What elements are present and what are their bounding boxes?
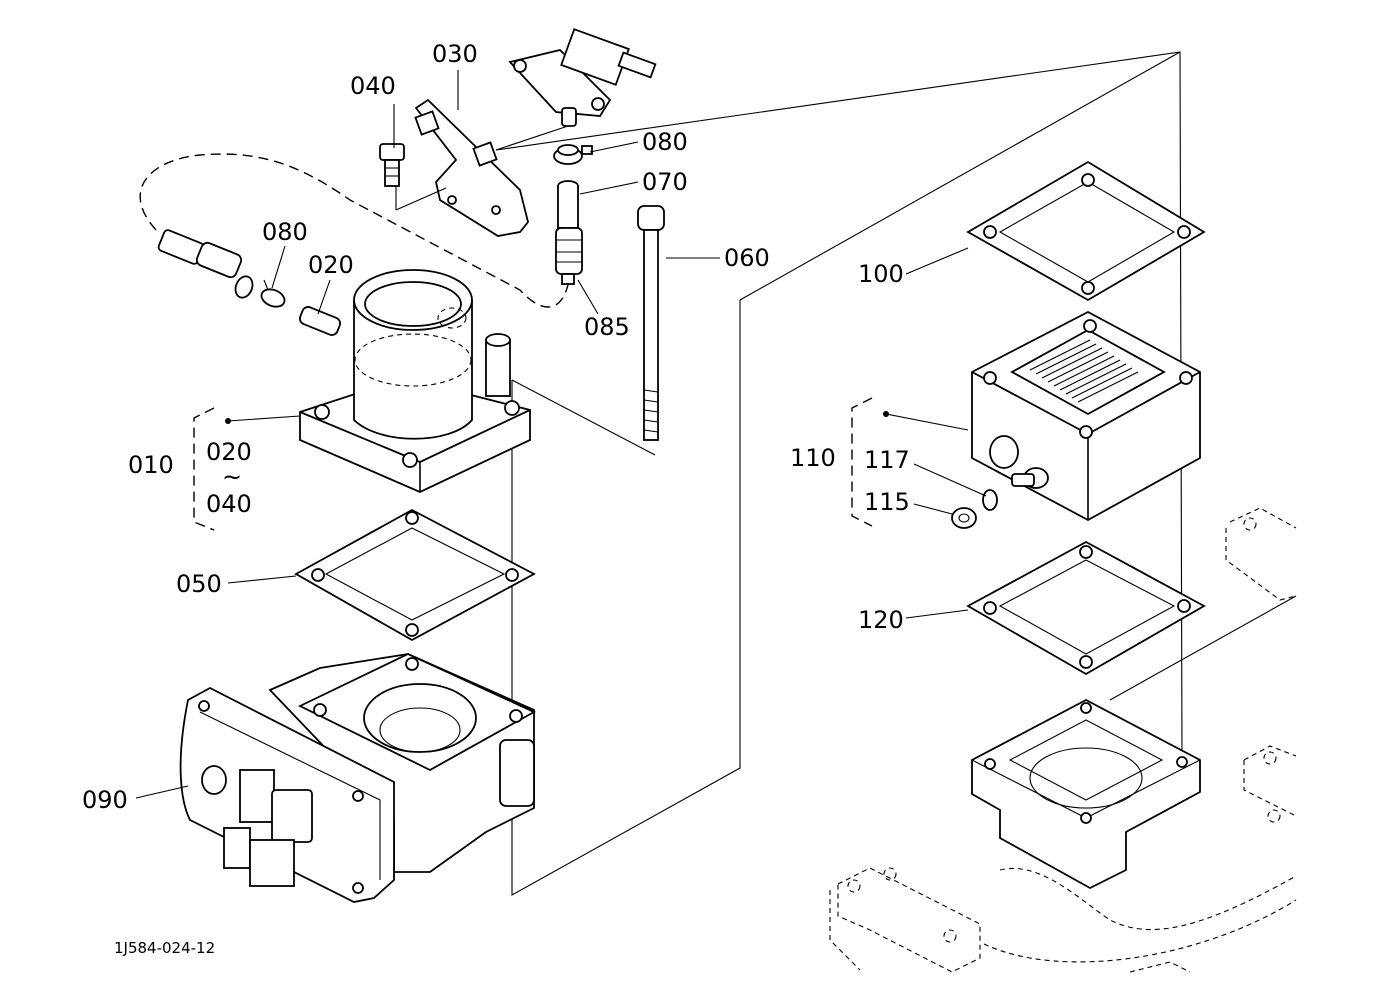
- drawing-code: 1J584-024-12: [114, 939, 215, 957]
- hose-route: [139, 153, 569, 308]
- long-bolt-060: [637, 205, 665, 441]
- callout-030: 030: [432, 40, 478, 68]
- pressure-sensor: [495, 28, 657, 151]
- intake-manifold: [829, 507, 1297, 973]
- leader-lines: [135, 70, 987, 799]
- range-bracket-010: [193, 407, 215, 531]
- bracket-030: [395, 98, 529, 237]
- callout-115: 115: [864, 488, 910, 516]
- range-separator-010: ~: [222, 463, 242, 491]
- callout-050: 050: [176, 570, 222, 598]
- callout-090: 090: [82, 786, 128, 814]
- nut-115: [951, 507, 977, 529]
- fitting-085: [555, 227, 583, 285]
- gasket-120: [966, 540, 1206, 676]
- callout-120: 120: [858, 606, 904, 634]
- callout-040: 040: [350, 72, 396, 100]
- callout-100: 100: [858, 260, 904, 288]
- throttle-body-090: [179, 653, 536, 903]
- callout-080-top: 080: [642, 128, 688, 156]
- callout-117: 117: [864, 446, 910, 474]
- callout-020-range: 020: [206, 438, 252, 466]
- callout-labels: 030 040 080 070 060 085 080 020 010 020 …: [82, 40, 910, 957]
- callout-010: 010: [128, 451, 174, 479]
- heater-element: [1029, 339, 1139, 403]
- callout-060: 060: [724, 244, 770, 272]
- intake-heater-110: [971, 310, 1201, 522]
- gasket-100: [966, 160, 1206, 302]
- callout-070: 070: [642, 168, 688, 196]
- washer-117: [982, 489, 998, 511]
- hose-connector-left: [157, 229, 254, 299]
- clamp-080-left: [260, 279, 286, 308]
- hose-070: [557, 180, 579, 229]
- nipple-020: [298, 306, 342, 336]
- callout-085: 085: [584, 313, 630, 341]
- callout-040-range: 040: [206, 490, 252, 518]
- callout-110: 110: [790, 444, 836, 472]
- gasket-050: [294, 508, 536, 642]
- assembly-frame: [495, 51, 1183, 896]
- intake-body-010: [299, 269, 531, 493]
- bolt-040: [379, 143, 405, 187]
- callout-020: 020: [308, 251, 354, 279]
- callout-080-left: 080: [262, 218, 308, 246]
- clamp-080-top: [553, 144, 593, 165]
